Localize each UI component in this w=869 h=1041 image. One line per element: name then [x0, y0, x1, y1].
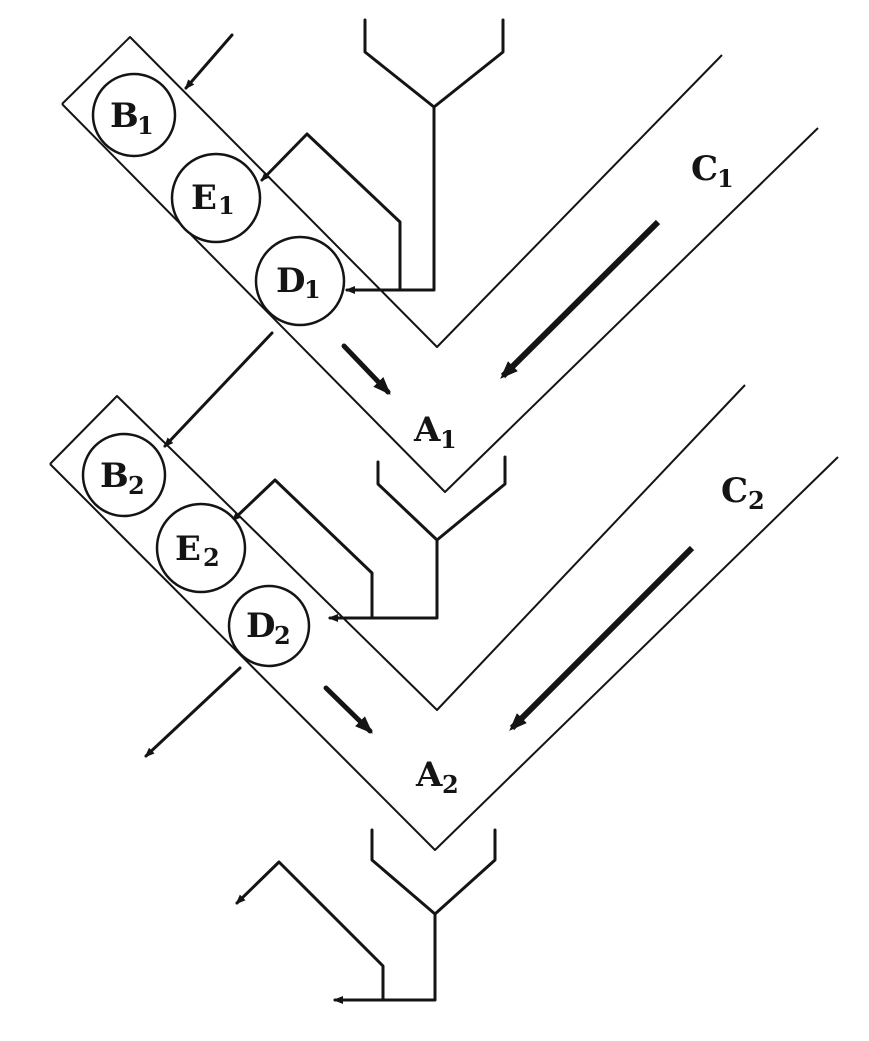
stage-2: B 2 E 2 D 2 A 2 C 2	[49, 384, 839, 851]
node-e1-index: 1	[218, 191, 235, 220]
feed-arrow-b1	[184, 33, 234, 90]
funnel-2	[330, 455, 507, 618]
flow-arrow-c2	[509, 545, 695, 731]
flow-arrow-c1	[500, 219, 661, 379]
recycle-line-2	[231, 478, 374, 620]
node-b2-letter: B	[100, 456, 129, 496]
node-d1-index: 1	[304, 275, 321, 304]
node-e1: E 1	[170, 152, 262, 244]
node-b1-index: 1	[137, 111, 154, 140]
node-b1: B 1	[91, 72, 177, 158]
label-c2: C 2	[721, 471, 765, 515]
bottom-outlet	[235, 828, 497, 1002]
funnel-1	[347, 18, 505, 290]
label-a2-letter: A	[415, 755, 443, 795]
node-d1: D 1	[254, 235, 346, 327]
transfer-line-d1-b2	[163, 331, 274, 448]
node-d2-index: 2	[274, 621, 291, 650]
label-a1: A 1	[413, 410, 457, 454]
node-d1-letter: D	[276, 261, 305, 301]
column-2-outline	[49, 384, 839, 851]
stage-1: B 1 E 1 D 1 A 1 C 1	[61, 18, 819, 493]
node-d2-letter: D	[246, 606, 275, 646]
node-e1-letter: E	[191, 178, 217, 218]
recycle-line-1	[260, 132, 402, 292]
label-a1-letter: A	[413, 410, 441, 450]
label-c2-letter: C	[721, 471, 748, 511]
node-e2-letter: E	[175, 529, 201, 569]
node-d2: D 2	[227, 584, 311, 668]
label-a2-index: 2	[442, 770, 459, 799]
flow-arrow-a1	[341, 343, 391, 395]
label-a2: A 2	[415, 755, 459, 799]
funnel-3	[335, 828, 497, 1000]
label-c1-letter: C	[691, 149, 718, 189]
node-e2: E 2	[155, 502, 247, 594]
output-arrow-d2	[144, 666, 242, 758]
label-a1-index: 1	[440, 425, 457, 454]
flow-arrow-a2	[323, 685, 373, 734]
label-c1-index: 1	[717, 164, 734, 193]
recycle-line-3	[235, 860, 385, 1002]
node-e2-index: 2	[203, 543, 220, 572]
node-b2: B 2	[81, 432, 167, 518]
node-b2-index: 2	[128, 471, 145, 500]
label-c1: C 1	[691, 149, 734, 193]
label-c2-index: 2	[748, 486, 765, 515]
node-b1-letter: B	[110, 96, 139, 136]
